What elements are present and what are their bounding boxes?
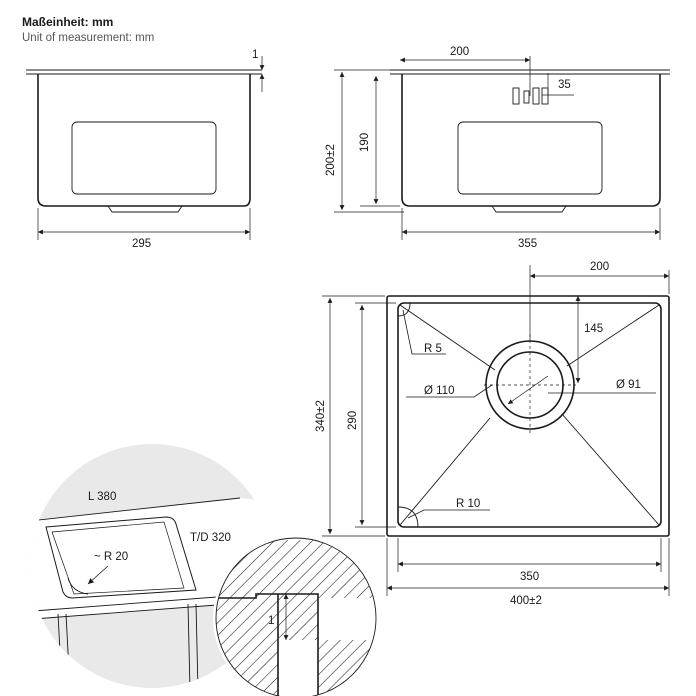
d91-leader-diag	[507, 375, 549, 405]
corner-radius-top-label: R 5	[424, 343, 442, 355]
detail-cutout-radius-label: ~ R 20	[94, 551, 128, 563]
detail-cutout-inner	[51, 521, 185, 595]
side-view: 1 295	[26, 49, 265, 250]
corner-r5-arc	[397, 302, 411, 317]
top-inner-width-label: 350	[520, 571, 539, 583]
section-circle-outline	[215, 537, 377, 696]
corner-radius-bottom-label: R 10	[456, 498, 480, 510]
side-basin-outline	[37, 74, 251, 207]
top-inner-depth-label: 290	[347, 411, 359, 430]
diag-bottom-left	[399, 417, 491, 526]
detail-radius-arc	[67, 577, 89, 595]
section-offset-label: 1	[268, 615, 274, 627]
corner-r10-arc	[397, 506, 419, 528]
diag-top-right	[566, 304, 660, 367]
top-outer-rim	[386, 295, 670, 537]
front-view: 200 35 200±2 190 355	[325, 46, 670, 250]
d110-leader	[406, 384, 493, 398]
section-hatch-top	[216, 540, 376, 640]
front-overflow-height-label: 35	[558, 79, 571, 91]
detail-countertop-back-edge	[30, 497, 241, 523]
top-inner-basin	[397, 302, 662, 528]
side-width-label: 295	[132, 238, 151, 250]
diag-bottom-right	[561, 413, 660, 526]
overflow-slot-2	[523, 90, 530, 104]
top-outer-width-label: 400±2	[510, 595, 542, 607]
top-view: 200 145 R 5 Ø 110 Ø 91 R 10 340±2 290 35…	[315, 261, 670, 607]
front-basin-outline	[401, 74, 661, 207]
front-total-height-label: 200±2	[325, 144, 337, 176]
top-drain-y-label: 145	[584, 323, 603, 335]
unit-label-english: Unit of measurement: mm	[22, 32, 155, 44]
overflow-slot-4	[541, 87, 549, 105]
unit-label-german: Maßeinheit: mm	[22, 15, 114, 29]
detail-front-edge-top	[30, 595, 231, 613]
side-drain-bump	[107, 205, 183, 213]
side-rim-thickness-label: 1	[252, 49, 258, 61]
detail-radius-leader	[87, 565, 109, 585]
top-outer-depth-label: 340±2	[315, 400, 327, 432]
detail-view: L 380 T/D 320 ~ R 20	[30, 444, 274, 688]
detail-front-edge-bottom	[30, 603, 231, 621]
front-label-panel	[457, 121, 603, 195]
unit-header: Maßeinheit: mm Unit of measurement: mm	[22, 14, 154, 46]
diag-top-left	[399, 304, 496, 371]
overflow-slot-1	[512, 87, 520, 105]
drain-outer-label: Ø 110	[424, 385, 454, 397]
side-label-panel	[71, 121, 217, 195]
detail-cutout-depth-label: T/D 320	[190, 532, 231, 544]
detail-cutout-length-label: L 380	[88, 491, 116, 503]
top-drain-x-label: 200	[590, 261, 609, 273]
detail-leg-right-2	[195, 603, 199, 688]
front-width-label: 355	[518, 238, 537, 250]
section-step-outline	[216, 593, 319, 696]
front-inner-depth-label: 190	[359, 133, 371, 152]
detail-leg-right-1	[187, 603, 191, 688]
front-drain-offset-label: 200	[450, 46, 469, 58]
front-drain-bump	[491, 205, 567, 213]
r10-leader	[407, 509, 490, 519]
r5-leader	[402, 309, 446, 355]
detail-cutout	[45, 516, 197, 599]
drain-inner-label: Ø 91	[616, 379, 641, 391]
overflow-slot-3	[532, 87, 540, 105]
